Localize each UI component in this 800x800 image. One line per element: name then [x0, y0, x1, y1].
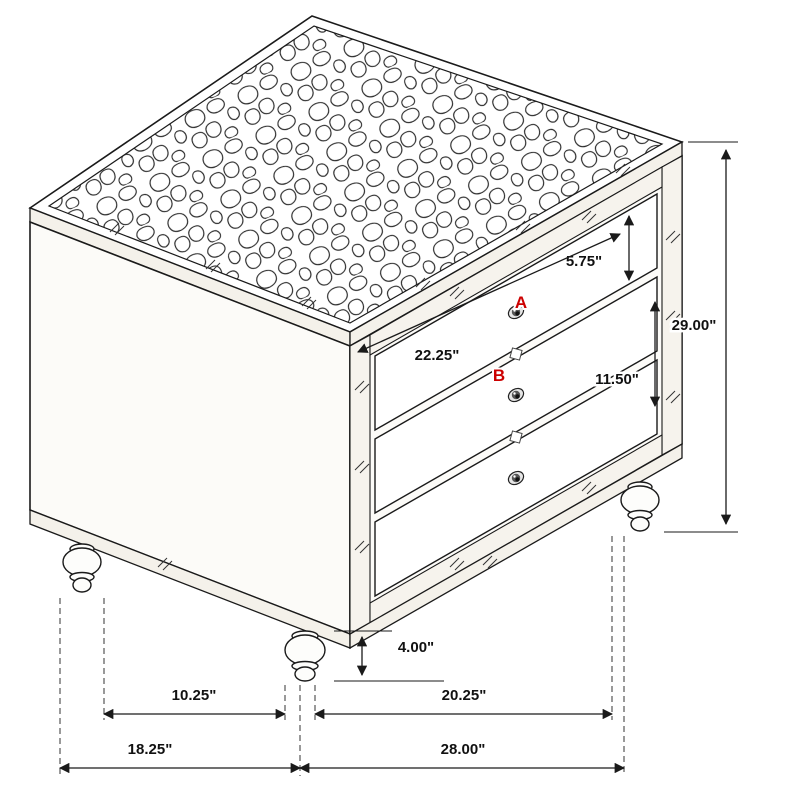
dim-label-middle-drawer-height: 11.50" [595, 371, 639, 388]
base-rail-right [349, 442, 683, 650]
drawer-3-knob [507, 470, 525, 486]
dim-foot-spacing-depth: 10.25" [102, 685, 287, 720]
dim-foot-height: 4.00" [334, 630, 444, 682]
dim-overall-depth: 18.25" [58, 739, 302, 774]
dim-label-foot-spacing-width: 20.25" [442, 687, 487, 704]
marker-a: A [515, 293, 527, 312]
nightstand [28, 15, 684, 682]
dim-middle-drawer-height: 11.50" [593, 300, 661, 408]
dim-overall-height: 29.00" [664, 141, 738, 533]
foot-front [284, 630, 326, 682]
top-face [28, 15, 684, 333]
trim-hatch-marks [354, 210, 681, 571]
trim-column-right [661, 155, 683, 456]
dimension-annotations: 29.00" 5.75" 22.25" 11.50" A B 4.00" [58, 141, 738, 776]
extension-lines [59, 536, 625, 776]
dim-label-overall-height: 29.00" [672, 317, 717, 334]
dim-drawer-width: 22.25" [357, 233, 621, 367]
foot-left [62, 543, 102, 593]
marker-b: B [493, 366, 505, 385]
feet [62, 481, 660, 682]
rail-diamond-2 [509, 430, 523, 444]
left-side-panel [29, 220, 351, 649]
dim-label-foot-spacing-depth: 10.25" [172, 687, 217, 704]
base-rail-left-hatch [157, 557, 173, 571]
dim-label-overall-depth: 18.25" [128, 741, 173, 758]
trim-column-left [349, 334, 371, 635]
drawer-3 [374, 358, 658, 598]
dim-label-foot-height: 4.00" [398, 639, 434, 656]
drawer-2-knob [507, 387, 525, 403]
dim-overall-width: 28.00" [298, 739, 626, 774]
dim-label-overall-width: 28.00" [441, 741, 486, 758]
dim-label-drawer-width: 22.25" [415, 347, 460, 364]
dim-foot-spacing-width: 20.25" [313, 685, 614, 720]
croc-texture-panel [47, 25, 664, 324]
foot-right [620, 481, 660, 532]
